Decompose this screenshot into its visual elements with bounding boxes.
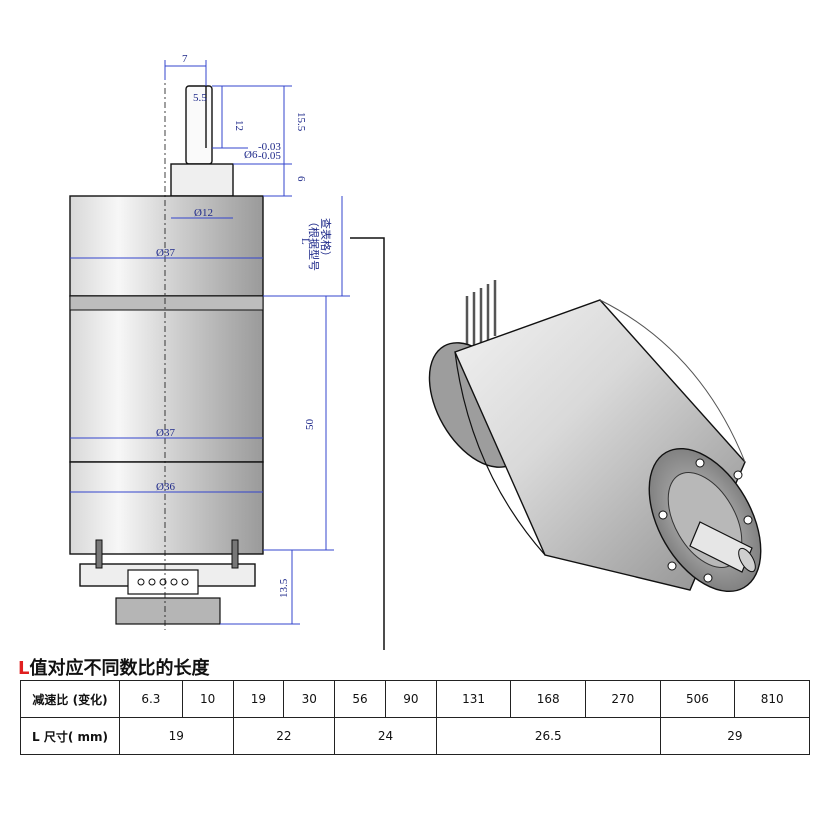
length-cell: 22: [232, 717, 336, 755]
ratio-header: 减速比 (变化): [20, 680, 120, 718]
ratio-cell: 90: [384, 680, 437, 718]
dimension-labels: 7 5.5 12 15.5 Ø6 -0.03 -0.05 6 Ø12 Ø37 L…: [156, 53, 333, 598]
motor-body: [69, 295, 264, 463]
motor-illustration: [428, 280, 762, 593]
dim-encoder-len: 13.5: [278, 578, 290, 598]
dim-shaft-dia: Ø6: [244, 149, 258, 161]
encoder-disc: [115, 597, 221, 625]
length-cell: 19: [119, 717, 234, 755]
dim-L: L: [299, 238, 311, 245]
dim-shaft-len: 15.5: [295, 112, 307, 132]
dimension-lines: [70, 60, 350, 625]
dim-gearbox-dia: Ø37: [156, 247, 175, 259]
connector: [127, 569, 199, 595]
table-heading: L值对应不同数比的长度: [18, 654, 209, 680]
ratio-cell: 6.3: [119, 680, 183, 718]
table-row-length: L 尺寸( mm) 19 22 24 26.5 29: [20, 717, 811, 755]
dim-L-note-2: 查表格）: [319, 218, 333, 262]
table-row-ratio: 减速比 (变化) 6.3 10 19 30 56 90 131 168 270 …: [20, 680, 810, 718]
dim-boss-dia: Ø12: [194, 207, 213, 219]
dim-L-note-1: （根据型号: [307, 216, 321, 271]
technical-drawing: [69, 60, 264, 630]
dim-motor-dia: Ø37: [156, 427, 175, 439]
encoder-housing: [69, 461, 264, 555]
encoder-wires: [465, 280, 497, 352]
leader-arrow: [350, 237, 385, 650]
dim-flat-len: 12: [233, 120, 245, 131]
ratio-cell: 56: [334, 680, 386, 718]
ratio-cell: 30: [283, 680, 336, 718]
length-cell: 24: [334, 717, 437, 755]
ratio-cell: 168: [510, 680, 587, 718]
dim-shaft-tol-upper: -0.03: [258, 141, 281, 153]
motor-drawing: 7 5.5 12 15.5 Ø6 -0.03 -0.05 6 Ø12 Ø37 L…: [69, 53, 762, 650]
dim-flat: 5.5: [193, 92, 207, 104]
dim-boss-h: 6: [295, 176, 307, 182]
table-heading-accent: L: [18, 658, 30, 679]
dim-motor-len: 50: [304, 419, 316, 431]
table-heading-text: 值对应不同数比的长度: [29, 658, 210, 679]
dim-shaft-tol-lower: -0.05: [258, 150, 281, 162]
length-table: 减速比 (变化) 6.3 10 19 30 56 90 131 168 270 …: [20, 680, 811, 755]
ratio-cell: 270: [585, 680, 661, 718]
illustration-shaft: [689, 521, 753, 573]
ratio-cell: 131: [435, 680, 512, 718]
ratio-cell: 506: [659, 680, 736, 718]
dim-shaft-offset: 7: [182, 53, 188, 65]
length-cell: 29: [659, 717, 811, 755]
connector-pins: [137, 578, 189, 586]
ratio-cell: 810: [734, 680, 810, 718]
gearbox-housing: [69, 195, 264, 297]
ratio-cell: 10: [181, 680, 234, 718]
ratio-cell: 19: [232, 680, 285, 718]
length-header: L 尺寸( mm): [20, 717, 120, 755]
shaft-boss: [170, 163, 234, 197]
dim-encoder-dia: Ø36: [156, 481, 175, 493]
mounting-holes: [658, 458, 753, 583]
motor-band: [69, 295, 264, 311]
length-cell: 26.5: [435, 717, 661, 755]
